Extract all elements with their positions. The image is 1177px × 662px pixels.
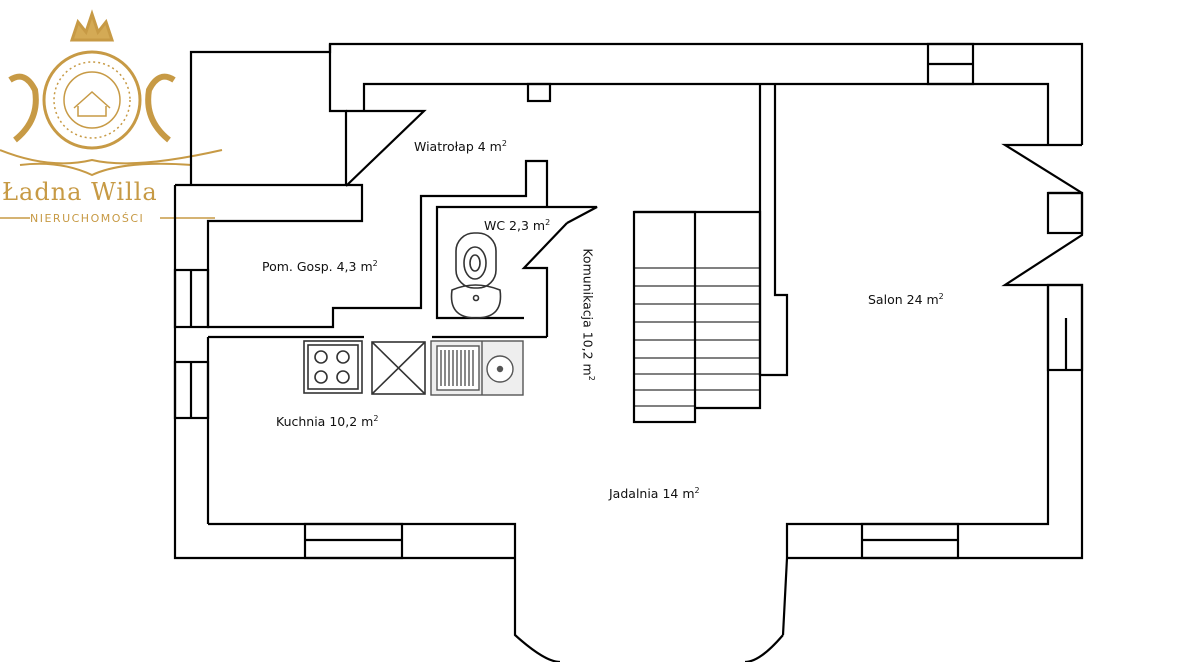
room-label-wc: WC 2,3 m2 <box>484 218 551 234</box>
logo-name: Ładna Willa <box>2 178 158 206</box>
stair-steps <box>634 267 760 407</box>
stove-icon <box>303 340 363 394</box>
outer-walls <box>173 42 1084 662</box>
toilet-icon <box>450 232 502 319</box>
room-label-pom-gosp: Pom. Gosp. 4,3 m2 <box>262 259 378 275</box>
room-label-komunikacja: Komunikacja 10,2 m2 <box>580 248 596 381</box>
logo-tagline: NIERUCHOMOŚCI <box>30 212 145 225</box>
cabinet-icon <box>371 341 426 395</box>
room-label-jadalnia: Jadalnia 14 m2 <box>609 486 700 502</box>
room-label-wiatrolap: Wiatrołap 4 m2 <box>414 139 507 155</box>
sink-icon <box>430 340 524 396</box>
room-label-kuchnia: Kuchnia 10,2 m2 <box>276 414 379 430</box>
logo-emblem <box>0 9 223 219</box>
room-label-salon: Salon 24 m2 <box>868 292 944 308</box>
